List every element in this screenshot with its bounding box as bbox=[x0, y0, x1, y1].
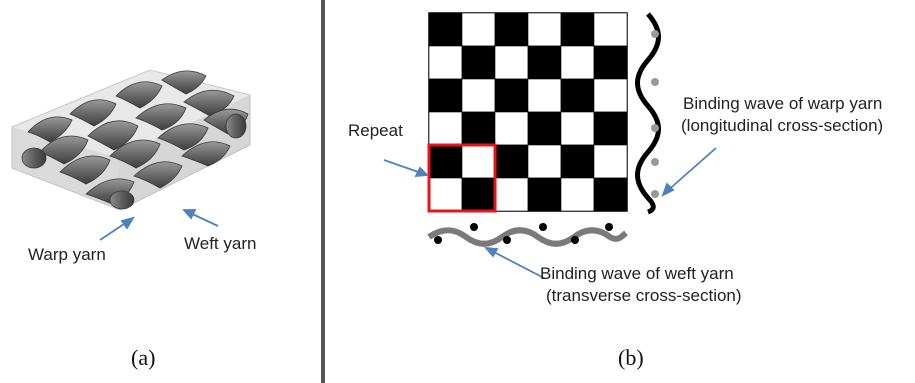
grid-cell-light bbox=[593, 78, 628, 113]
grid-cell-light bbox=[560, 45, 595, 80]
grid-cell-light bbox=[560, 177, 595, 212]
grid-cell-dark bbox=[593, 111, 628, 146]
repeat-outline bbox=[427, 143, 497, 213]
panel-b-caption: (b) bbox=[618, 345, 644, 370]
panel-a-woven-fabric: Warp yarn Weft yarn (a) bbox=[0, 0, 322, 383]
warp-wave-label-line2: (longitudinal cross-section) bbox=[681, 116, 884, 135]
weft-binding-wave bbox=[427, 227, 628, 247]
weft-wave-label-line1: Binding wave of weft yarn bbox=[540, 264, 734, 283]
grid-cell-light bbox=[494, 111, 529, 146]
warp-wave-label-line1: Binding wave of warp yarn bbox=[683, 94, 883, 113]
label-arrows bbox=[99, 209, 219, 241]
panel-divider bbox=[321, 0, 325, 383]
grid-cell-dark bbox=[494, 78, 529, 113]
grid-cell-light bbox=[428, 177, 463, 212]
weave-pattern-diagram bbox=[383, 12, 717, 279]
weft-wave-label-line2: (transverse cross-section) bbox=[546, 286, 742, 305]
grid-cell-dark bbox=[428, 78, 463, 113]
grid-cell-light bbox=[527, 144, 562, 179]
grid-cell-light bbox=[428, 111, 463, 146]
grid-cell-light bbox=[560, 111, 595, 146]
yarn-undulations bbox=[27, 70, 249, 205]
grid-cell-dark bbox=[428, 144, 463, 179]
checkerboard-grid bbox=[428, 12, 628, 212]
grid-cell-dark bbox=[593, 45, 628, 80]
grid-cell-dark bbox=[560, 12, 595, 47]
grid-cell-light bbox=[461, 12, 496, 47]
grid-cell-light bbox=[428, 45, 463, 80]
grid-cell-dark bbox=[527, 111, 562, 146]
grid-cell-light bbox=[494, 45, 529, 80]
grid-cell-dark bbox=[527, 177, 562, 212]
grid-cell-dark bbox=[560, 144, 595, 179]
grid-cell-dark bbox=[461, 45, 496, 80]
grid-cell-light bbox=[461, 78, 496, 113]
panel-a-caption: (a) bbox=[131, 345, 156, 370]
warp-yarn-label: Warp yarn bbox=[28, 245, 106, 264]
grid-cell-dark bbox=[461, 177, 496, 212]
weft-wave-dots bbox=[434, 223, 613, 244]
grid-cell-dark bbox=[428, 12, 463, 47]
grid-cell-dark bbox=[461, 111, 496, 146]
grid-cell-dark bbox=[560, 78, 595, 113]
grid-cell-light bbox=[527, 78, 562, 113]
grid-cell-light bbox=[593, 12, 628, 47]
grid-cell-light bbox=[494, 177, 529, 212]
grid-cell-dark bbox=[593, 177, 628, 212]
weft-yarn-label: Weft yarn bbox=[184, 234, 257, 253]
grid-cell-light bbox=[593, 144, 628, 179]
warp-yarn-ends bbox=[21, 113, 247, 210]
grid-cell-light bbox=[527, 12, 562, 47]
warp-wave-dots bbox=[651, 30, 659, 198]
repeat-label: Repeat bbox=[348, 121, 403, 140]
panel-b-weave-pattern: Repeat Binding wave of warp yarn (longit… bbox=[326, 0, 915, 383]
grid-cell-dark bbox=[494, 12, 529, 47]
grid-cell-light bbox=[461, 144, 496, 179]
grid-cell-dark bbox=[494, 144, 529, 179]
warp-binding-wave bbox=[635, 12, 661, 215]
woven-fabric-illustration bbox=[11, 69, 251, 241]
grid-cell-dark bbox=[527, 45, 562, 80]
label-arrows-b bbox=[383, 147, 717, 279]
